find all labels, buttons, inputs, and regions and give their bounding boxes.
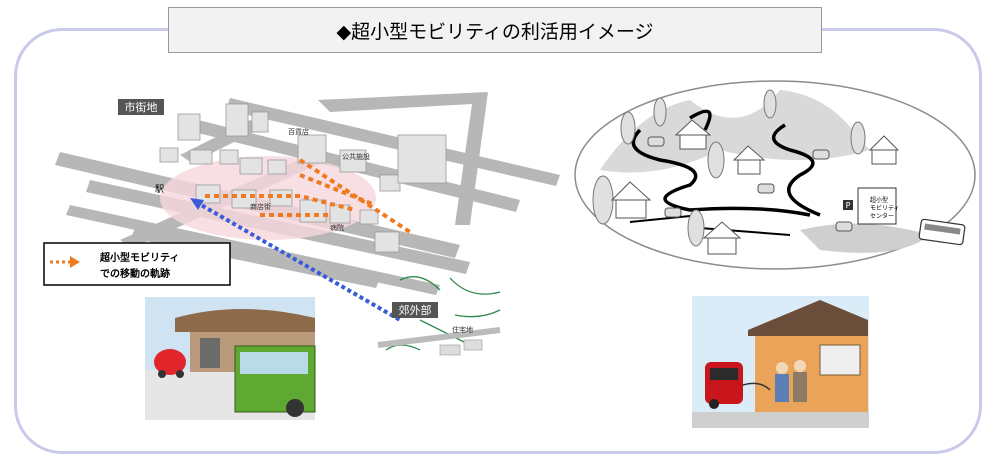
center-label-2: モビリティ	[870, 204, 900, 212]
shopping-street-label: 商店街	[250, 202, 271, 211]
mountain-shade	[600, 90, 870, 173]
cars	[647, 136, 853, 232]
ev-window	[710, 368, 738, 380]
small-car	[154, 349, 186, 375]
ev-wheel	[709, 399, 719, 409]
valley-shade	[800, 223, 930, 253]
houses	[610, 119, 900, 255]
mobility-center	[857, 187, 897, 225]
suburb-road	[377, 327, 501, 348]
city-area-label: 市街地	[125, 100, 158, 114]
city-buildings	[159, 103, 447, 253]
station-bus-illustration	[145, 297, 316, 420]
charging-cable	[742, 382, 771, 391]
mountain-bus-window	[924, 223, 961, 235]
house-window	[819, 344, 861, 376]
person-head	[776, 362, 788, 374]
illustration-canvas: 市街地 百貨店 公共施設 商店街 病院 駅 超小型モビリティ での移動の軌跡 郊…	[43, 80, 976, 428]
station-door	[200, 338, 220, 368]
suburb-map: 郊外部 住宅地	[377, 276, 501, 356]
bus-window	[240, 352, 308, 374]
hospital-label: 病院	[330, 223, 344, 232]
house-ev-illustration	[692, 296, 869, 428]
person-body	[775, 374, 789, 402]
mountain-roads	[631, 109, 821, 217]
trees	[592, 89, 866, 247]
blue-route	[194, 200, 402, 322]
residential-label: 住宅地	[452, 325, 473, 334]
legend-arrow	[70, 256, 80, 268]
parking-sign-letter: P	[846, 201, 851, 210]
mountain-scene: 超小型 モビリティ センター P	[574, 80, 976, 270]
bus-wheel	[286, 399, 304, 417]
suburb-house	[439, 344, 461, 356]
station-roof	[175, 309, 315, 332]
blue-route-arrow	[190, 198, 204, 210]
house-roof	[748, 300, 868, 336]
city-map: 市街地 百貨店 公共施設 商店街 病院 駅	[55, 92, 560, 322]
dept-store-label: 百貨店	[288, 127, 309, 136]
page-title: ◆超小型モビリティの利活用イメージ	[336, 20, 654, 43]
suburb-label-bg	[392, 302, 438, 318]
legend-line2: での移動の軌跡	[100, 267, 170, 280]
legend-line1: 超小型モビリティ	[99, 251, 179, 264]
city-label-bg	[118, 99, 164, 115]
car-wheel	[176, 370, 184, 378]
legend: 超小型モビリティ での移動の軌跡	[43, 242, 231, 286]
title-box: ◆超小型モビリティの利活用イメージ	[168, 7, 822, 53]
person-head	[794, 360, 806, 372]
suburb-area-label: 郊外部	[399, 303, 432, 317]
public-facility-label: 公共施設	[342, 152, 370, 161]
house-ground	[692, 412, 869, 428]
center-label-3: センター	[870, 212, 894, 220]
orange-route	[205, 158, 412, 234]
center-label-1: 超小型	[870, 196, 888, 204]
person-body	[793, 372, 807, 402]
parking-sign	[843, 200, 853, 210]
car-wheel	[158, 370, 166, 378]
suburb-house	[463, 339, 483, 351]
station-label: 駅	[155, 184, 164, 195]
